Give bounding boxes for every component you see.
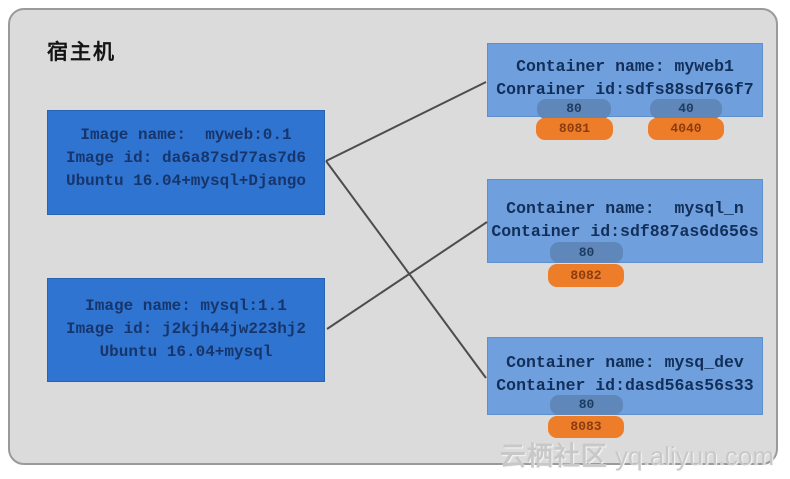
host-machine-title: 宿主机 [47,41,116,64]
container-name: Container name: mysq_dev [506,353,744,372]
host-port-badge: 8083 [548,416,624,438]
container-id: Container id:dasd56as56s33 [496,376,754,395]
host-port-badge: 8081 [536,118,613,140]
container-id: Conrainer id:sdfs88sd766f7 [496,80,754,99]
image-id: Image id: da6a87sd77as7d6 [65,149,307,167]
container-port-badge: 80 [537,99,611,119]
container-port-badge: 80 [550,242,623,263]
image-name: Image name: mysql:1.1 [85,297,287,315]
container-port-badge: 40 [650,99,722,119]
image-id: Image id: j2kjh44jw223hj2 [65,320,307,338]
watermark-url: yq.aliyun.com [615,441,774,471]
image-box-mysql: Image name: mysql:1.1 Image id: j2kjh44j… [47,278,325,382]
image-box-myweb: Image name: myweb:0.1 Image id: da6a87sd… [47,110,325,215]
container-name: Container name: mysql_n [506,199,744,218]
container-id: Container id:sdf887as6d656s [491,222,759,241]
watermark: 云栖社区 yq.aliyun.com [500,436,774,473]
image-stack: Ubuntu 16.04+mysql+Django [65,172,307,190]
container-box-mysqln: Container name: mysql_n Container id:sdf… [487,179,763,263]
watermark-brand: 云栖社区 [499,441,608,471]
container-name: Container name: myweb1 [516,57,734,76]
container-box-mysqdev: Container name: mysq_dev Container id:da… [487,337,763,415]
host-port-badge: 8082 [548,264,624,287]
container-port-badge: 80 [550,395,623,415]
host-port-badge: 4040 [648,118,724,140]
image-stack: Ubuntu 16.04+mysql [99,343,273,361]
image-name: Image name: myweb:0.1 [80,126,292,144]
